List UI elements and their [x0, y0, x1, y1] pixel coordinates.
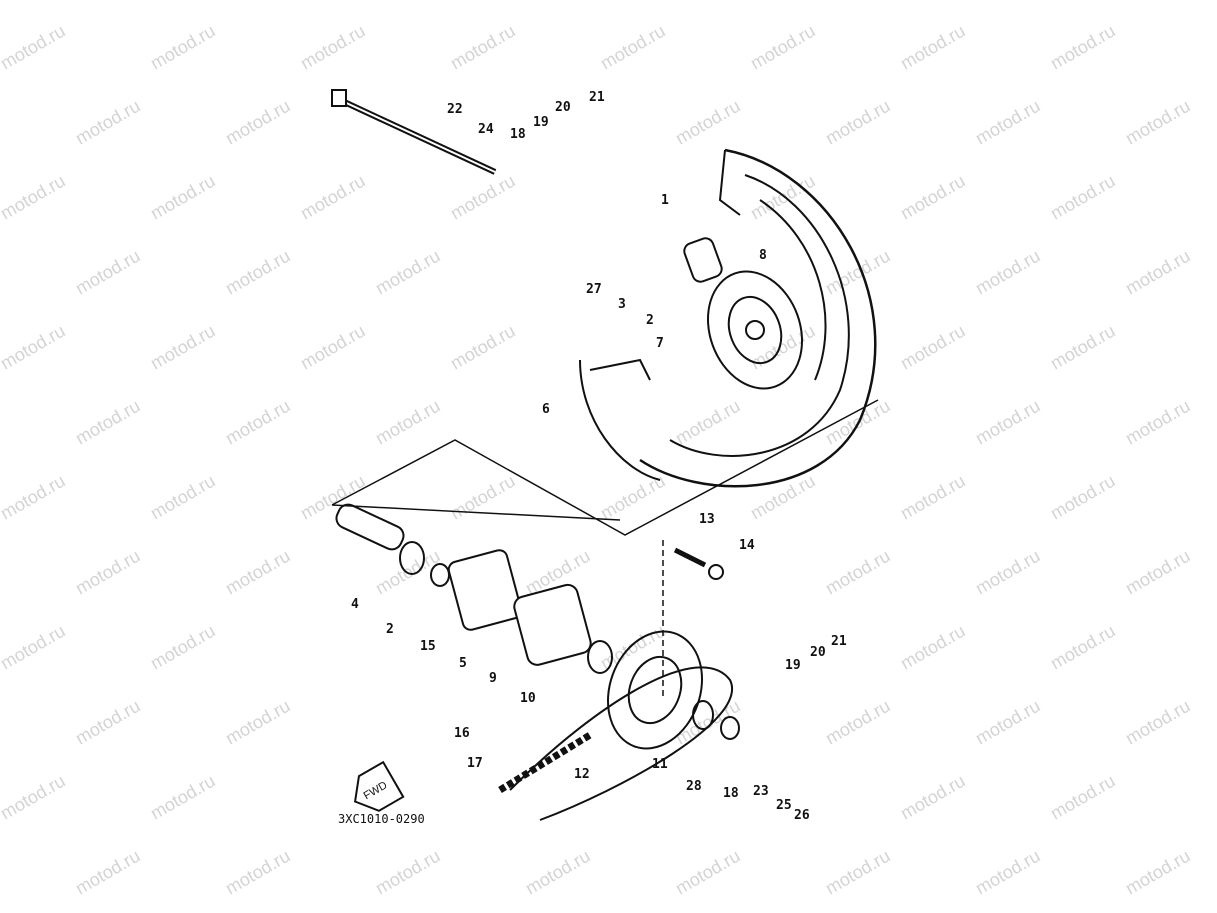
callout-28: 28 — [686, 778, 702, 794]
callout-21: 21 — [831, 633, 847, 649]
rear-wheel — [579, 148, 877, 488]
chain-segment — [498, 732, 592, 793]
callout-2: 2 — [646, 312, 654, 328]
callout-15: 15 — [420, 638, 436, 654]
callout-11: 11 — [652, 756, 668, 772]
callout-25: 25 — [776, 797, 792, 813]
callout-14: 14 — [739, 537, 755, 553]
callout-22: 22 — [447, 101, 463, 117]
callout-27: 27 — [586, 281, 602, 297]
callout-5: 5 — [459, 655, 467, 671]
callout-20: 20 — [810, 644, 826, 660]
callout-4: 4 — [351, 596, 359, 612]
callout-7: 7 — [656, 335, 664, 351]
axle — [331, 89, 497, 175]
callout-16: 16 — [454, 725, 470, 741]
callout-18: 18 — [510, 126, 526, 142]
callout-20: 20 — [555, 99, 571, 115]
callout-9: 9 — [489, 670, 497, 686]
callout-6: 6 — [542, 401, 550, 417]
callout-1: 1 — [661, 192, 669, 208]
guide-lines — [331, 399, 879, 700]
fwd-arrow-icon: FWD — [353, 760, 405, 812]
callout-21: 21 — [589, 89, 605, 105]
callout-10: 10 — [520, 690, 536, 706]
callout-12: 12 — [574, 766, 590, 782]
drive-parts — [335, 503, 740, 821]
callout-2: 2 — [386, 621, 394, 637]
callout-17: 17 — [467, 755, 483, 771]
diagram-code: 3XC1010-0290 — [338, 812, 425, 826]
callout-19: 19 — [785, 657, 801, 673]
callout-19: 19 — [533, 114, 549, 130]
callout-8: 8 — [759, 247, 767, 263]
callout-24: 24 — [478, 121, 494, 137]
callout-13: 13 — [699, 511, 715, 527]
callout-26: 26 — [794, 807, 810, 823]
callout-18: 18 — [723, 785, 739, 801]
callout-3: 3 — [618, 296, 626, 312]
callout-23: 23 — [753, 783, 769, 799]
